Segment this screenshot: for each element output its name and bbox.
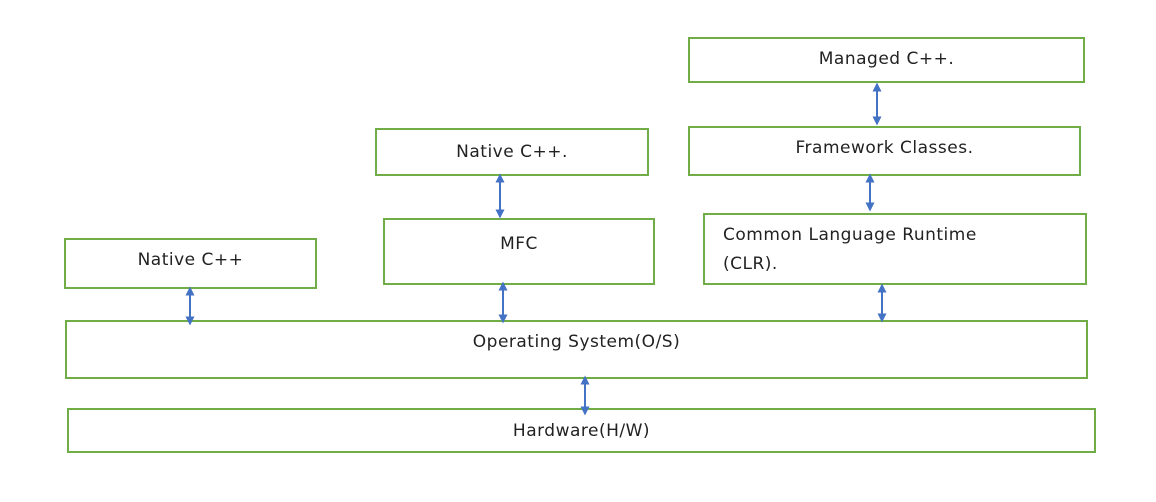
clr-label: Common Language Runtime (CLR).	[723, 221, 1075, 279]
clr-label-line2: (CLR).	[723, 254, 778, 274]
clr-label-line1: Common Language Runtime	[723, 225, 977, 245]
native-cpp-label: Native C++	[137, 250, 244, 270]
native-cpp-mfc-box: Native C++.	[375, 128, 649, 176]
mfc-label: MFC	[500, 234, 538, 254]
managed-cpp-box: Managed C++.	[688, 37, 1085, 83]
framework-classes-box: Framework Classes.	[688, 126, 1081, 176]
hardware-label: Hardware(H/W)	[512, 421, 651, 441]
managed-cpp-label: Managed C++.	[818, 49, 955, 69]
native-cpp-mfc-label: Native C++.	[456, 142, 568, 162]
clr-box: Common Language Runtime (CLR).	[703, 213, 1087, 285]
operating-system-label: Operating System(O/S)	[472, 332, 681, 352]
operating-system-box: Operating System(O/S)	[65, 320, 1088, 379]
mfc-box: MFC	[383, 218, 655, 285]
native-cpp-box: Native C++	[64, 238, 317, 289]
framework-classes-label: Framework Classes.	[795, 138, 974, 158]
